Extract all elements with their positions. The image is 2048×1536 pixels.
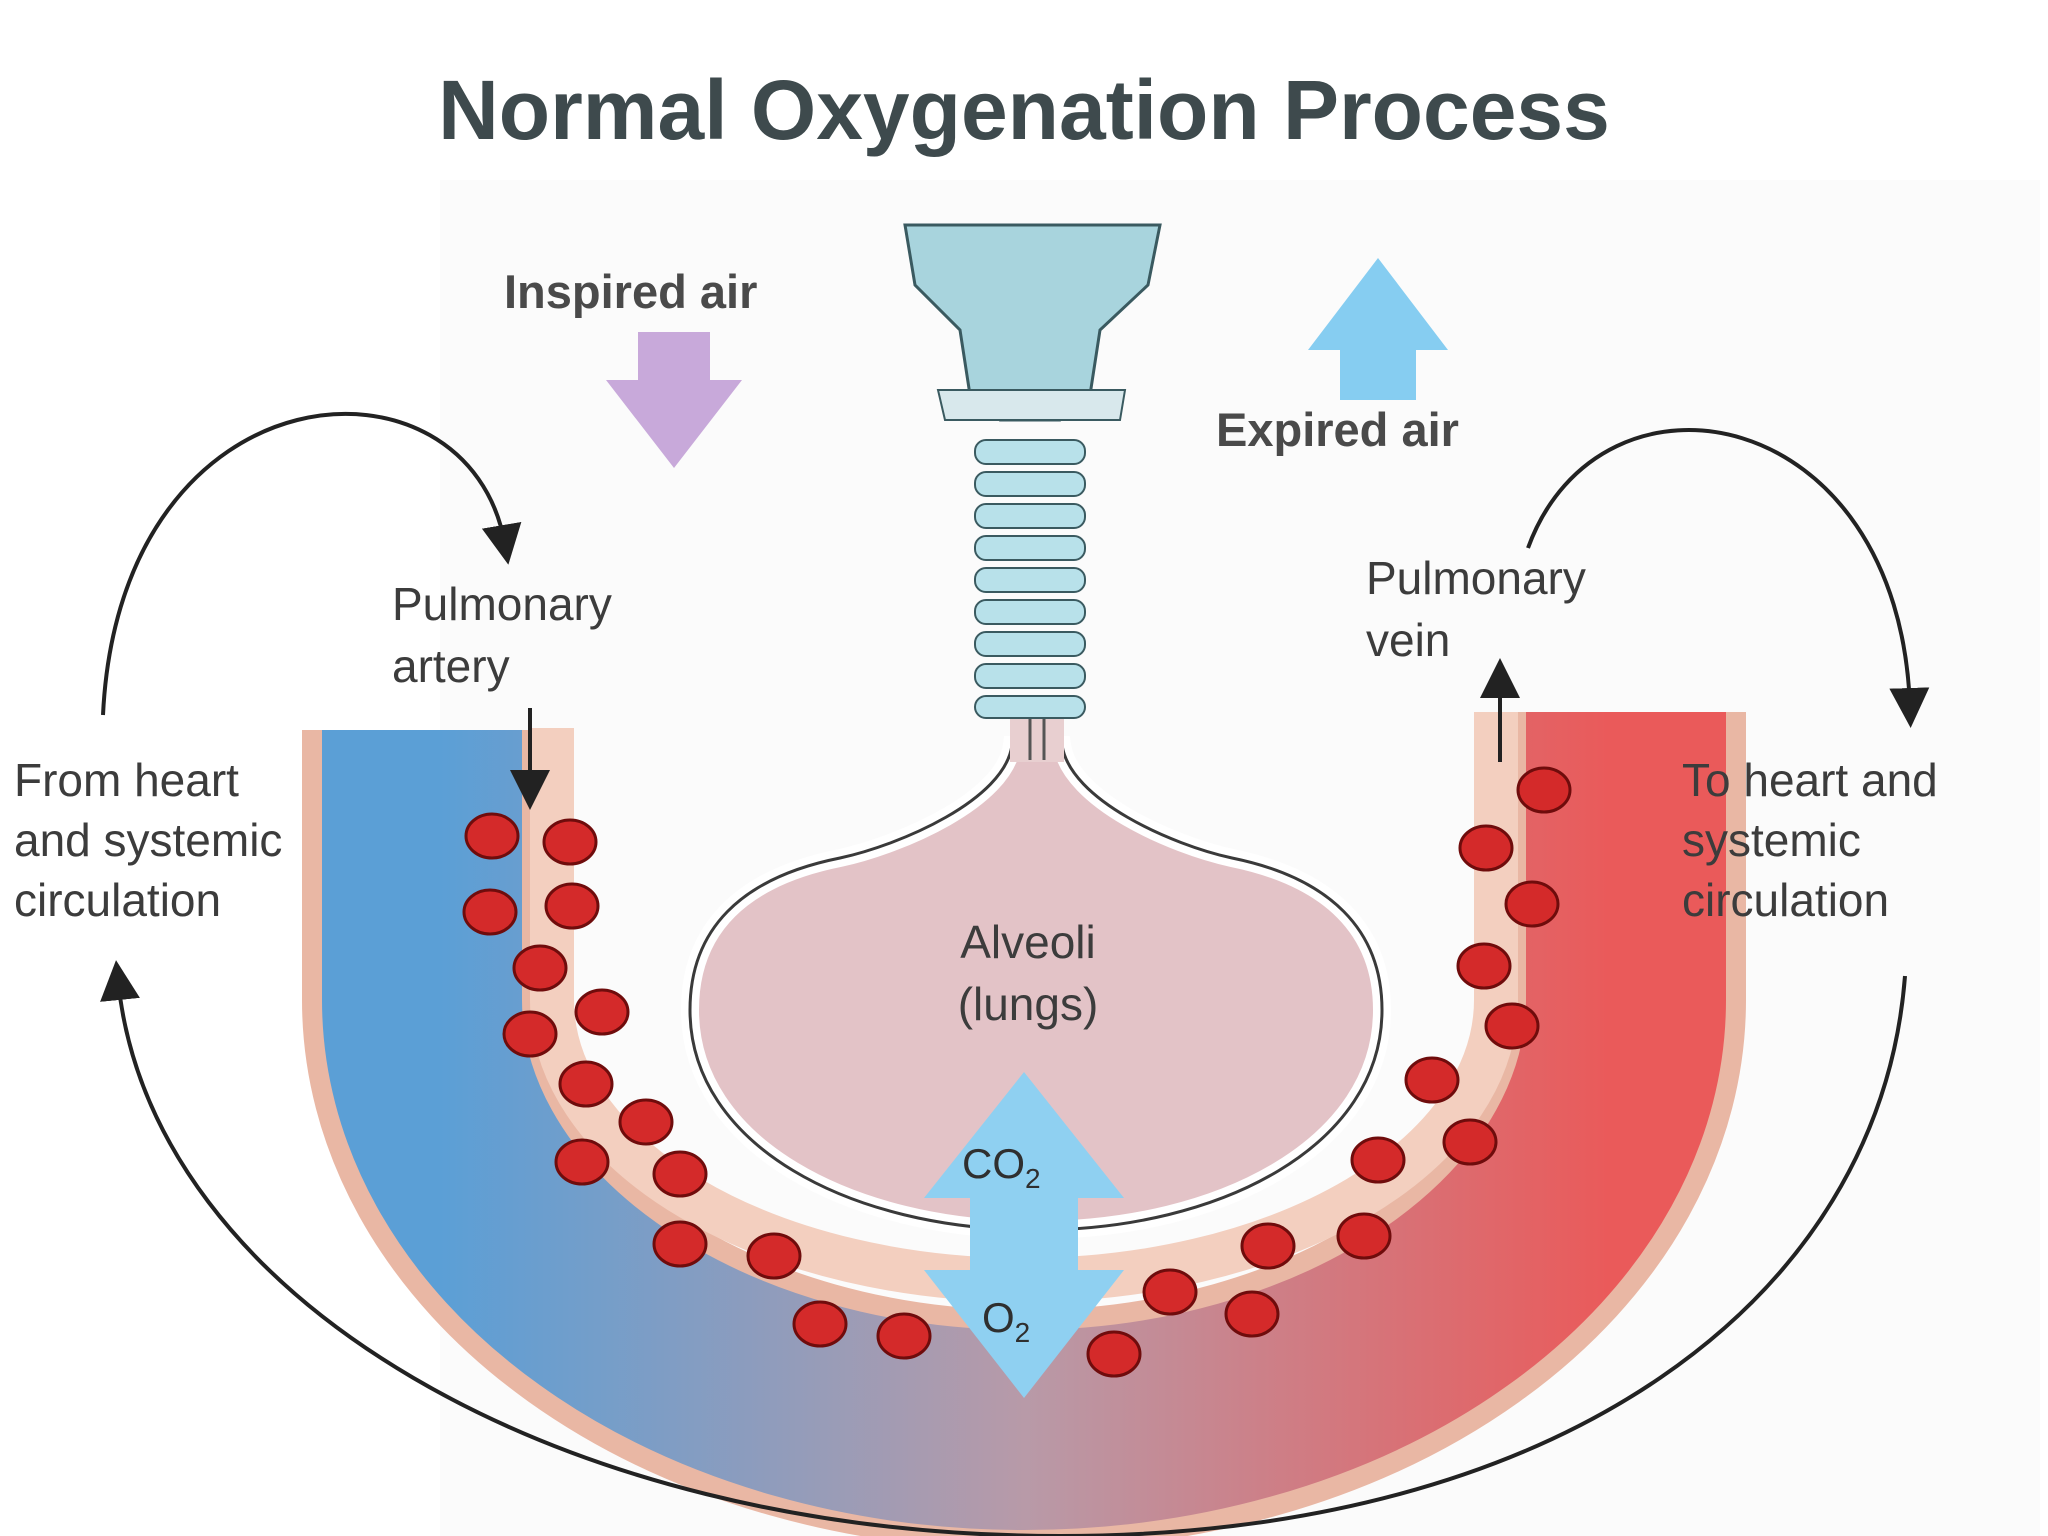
from-heart-label-line2: and systemic bbox=[14, 814, 282, 866]
circulation-arrow-top-right bbox=[1526, 428, 1930, 728]
expired-air-label: Expired air bbox=[1216, 403, 1459, 456]
inspired-air-arrow bbox=[606, 332, 742, 468]
pulmonary-artery-label-line2: artery bbox=[392, 640, 510, 692]
page-title: Normal Oxygenation Process bbox=[438, 63, 1610, 157]
gas-exchange-arrow bbox=[924, 1072, 1124, 1398]
inspired-air-label: Inspired air bbox=[504, 265, 757, 318]
expired-air-arrow bbox=[1308, 258, 1448, 400]
o2-label: O2 bbox=[982, 1294, 1030, 1348]
bronchus bbox=[1010, 712, 1064, 762]
circulation-arrow-top-left bbox=[101, 411, 522, 716]
co2-label-base: CO bbox=[962, 1140, 1025, 1187]
alveoli-label-line1: Alveoli bbox=[960, 916, 1096, 968]
from-heart-label-line3: circulation bbox=[14, 874, 221, 926]
pulmonary-vein-label-line1: Pulmonary bbox=[1366, 552, 1586, 604]
alveoli-label-line2: (lungs) bbox=[958, 978, 1099, 1030]
to-heart-label-line3: circulation bbox=[1682, 874, 1889, 926]
from-heart-label-line1: From heart bbox=[14, 754, 239, 806]
pulmonary-artery-label-line1: Pulmonary bbox=[392, 578, 612, 630]
pulmonary-vein-label-line2: vein bbox=[1366, 614, 1450, 666]
co2-label: CO2 bbox=[962, 1140, 1041, 1194]
trachea bbox=[903, 223, 1162, 719]
to-heart-label-line1: To heart and bbox=[1682, 754, 1938, 806]
co2-label-sub: 2 bbox=[1025, 1163, 1041, 1194]
red-blood-cells bbox=[462, 766, 1572, 1378]
blood-vessel bbox=[322, 712, 1726, 1530]
o2-label-base: O bbox=[982, 1294, 1015, 1341]
to-heart-label-line2: systemic bbox=[1682, 814, 1861, 866]
o2-label-sub: 2 bbox=[1015, 1317, 1031, 1348]
